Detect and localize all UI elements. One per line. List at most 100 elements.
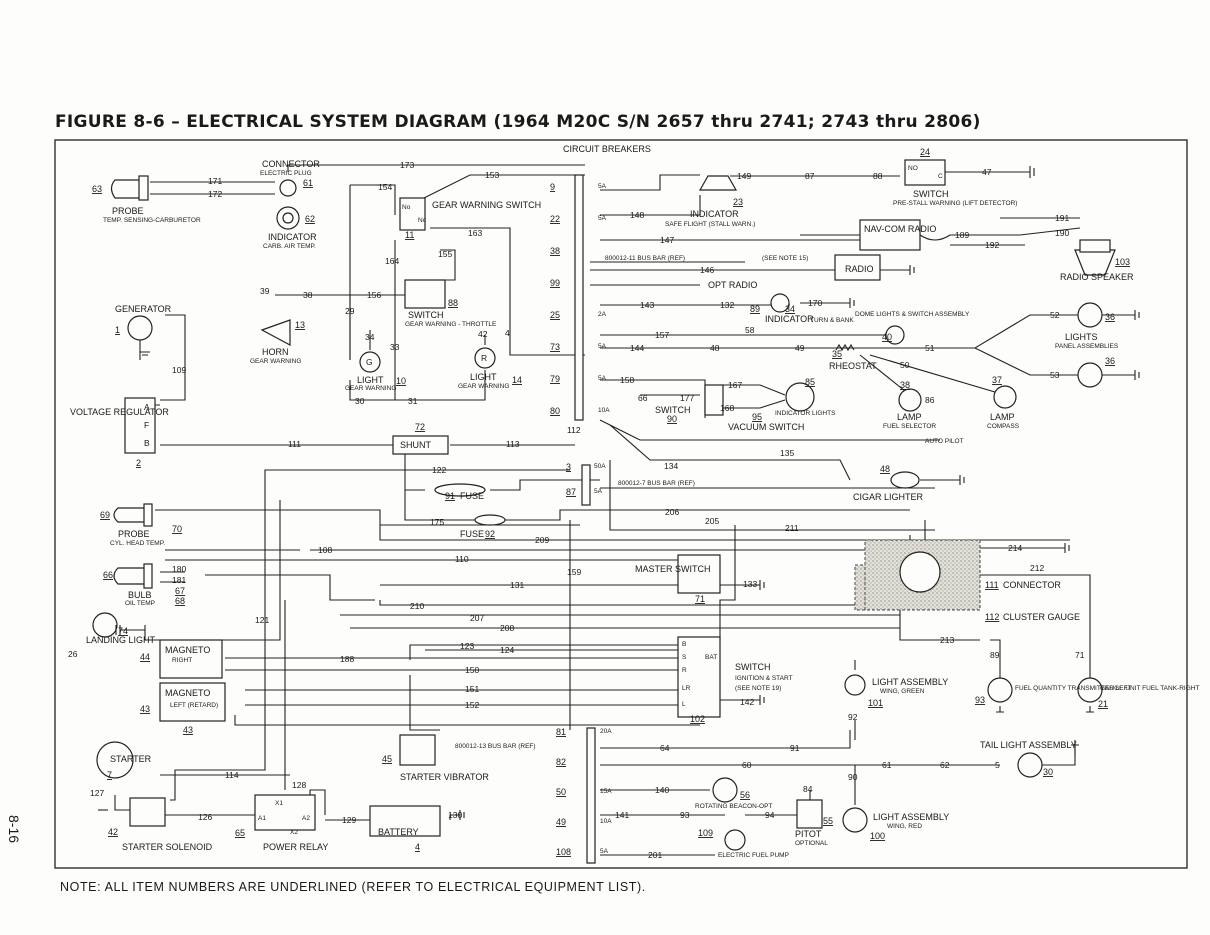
wire-51: 51 [925,343,935,353]
wire-140: 140 [655,785,669,795]
lower-breaker-num: 81 [556,727,566,737]
label-rheostat-num: 35 [832,349,842,359]
label-generator: GENERATOR [115,304,172,314]
wire-158: 158 [620,375,634,385]
label-panel-sub: PANEL ASSEMBLIES [1055,343,1119,350]
upper-breaker-num: 25 [550,310,560,320]
wire-121: 121 [255,615,269,625]
label-horn: HORN [262,347,289,357]
label-light-r-mark: R [481,353,487,363]
wire-175: 175 [430,517,444,527]
label-lamp-fuel-sub: FUEL SELECTOR [883,423,936,430]
wire-62: 62 [940,760,950,770]
lower-breaker-amp: 10A [600,818,612,825]
wire-128: 128 [292,780,306,790]
label-connector-num: 111 [985,580,999,590]
label-ign-s: S [682,654,687,661]
label-stall-switch: SWITCH [913,189,949,199]
wire-209: 209 [535,535,549,545]
wire-214: 214 [1008,543,1022,553]
label-lamp-fuel-wire: 86 [925,395,935,405]
label-ind-lights: INDICATOR LIGHTS [775,410,836,417]
wire-91: 91 [790,743,800,753]
label-wing-red-sub: WING, RED [887,823,922,830]
wire-112: 112 [567,425,581,435]
label-relay: POWER RELAY [263,842,328,852]
label-vibrator-num: 45 [382,754,392,764]
wire-159: 159 [567,567,581,577]
label-ign-bat: BAT [705,654,717,661]
component-labels: 63 PROBE TEMP. SENSING-CARBURETOR CONNEC… [70,144,1199,859]
wire-208: 208 [500,623,514,633]
label-vac-switch-num: 95 [752,412,762,422]
wire-47: 47 [982,167,992,177]
label-probe-carb-num: 63 [92,184,102,194]
label-ind-lights-num: 85 [805,377,815,387]
wire-132: 132 [720,300,734,310]
wire-126: 126 [198,812,212,822]
label-ignition-sub: IGNITION & START [735,675,793,682]
label-gws-no: No [402,204,411,211]
wire-52: 52 [1050,310,1060,320]
wire-173: 173 [400,160,414,170]
label-indicator-carb-num: 62 [305,214,315,224]
label-indicator-carb-sub: CARB. AIR TEMP. [263,243,316,250]
label-mag-r-num: 44 [140,652,150,662]
wire-49: 49 [795,343,805,353]
label-pitot: PITOT [795,829,822,839]
label-mag-l-num2: 43 [183,725,193,735]
lower-breaker-num: 108 [556,847,571,857]
label-indicator-stall: INDICATOR [690,209,739,219]
label-tail-num: 30 [1043,767,1053,777]
wire-148: 148 [630,210,644,220]
label-solenoid-num: 42 [108,827,118,837]
wire-147: 147 [660,235,674,245]
label-light-g: LIGHT [357,375,384,385]
label-stall-switch-num: 24 [920,147,930,157]
label-vr-b: B [144,438,150,448]
wire-31: 31 [408,396,418,406]
wire-155: 155 [438,249,452,259]
upper-breaker-amp: 5A [598,215,607,222]
label-connector-plug-num: 61 [303,178,313,188]
label-light-r-num: 14 [512,375,522,385]
label-starter-num: 7 [107,770,112,780]
wire-93: 93 [680,810,690,820]
label-battery-num: 4 [415,842,420,852]
wire-171: 171 [208,176,222,186]
label-bulb-sub: OIL TEMP [125,600,155,607]
label-probe-cyl-sub: CYL. HEAD TEMP. [110,540,165,547]
label-shunt-num: 72 [415,422,425,432]
label-gws-nc: Nc [418,217,427,224]
label-bulb-num: 66 [103,570,113,580]
wire-38: 38 [303,290,313,300]
wire-131: 131 [510,580,524,590]
label-wing-red: LIGHT ASSEMBLY [873,812,949,822]
wire-84: 84 [803,784,813,794]
label-circuit-breakers: CIRCUIT BREAKERS [563,144,651,154]
lower-breaker-amp: 5A [600,848,609,855]
mid-breaker-amp: 5A [594,488,603,495]
wire-152: 152 [465,700,479,710]
upper-breaker-amp: 5A [598,343,607,350]
label-landing: LANDING LIGHT [86,635,156,645]
label-bus-bar-1: 800012-11 BUS BAR (REF) [605,255,685,262]
label-bulb-n1: 67 [175,586,185,596]
label-wing-green: LIGHT ASSEMBLY [872,677,948,687]
label-radio: RADIO [845,264,874,274]
label-nav-com-see: (SEE NOTE 15) [762,255,808,262]
label-starter: STARTER [110,754,152,764]
wire-135: 135 [780,448,794,458]
label-connector-plug: CONNECTOR [262,159,320,169]
wire-181: 181 [172,575,186,585]
label-wing-green-sub: WING, GREEN [880,688,925,695]
ground-symbols [98,166,1140,820]
wire-26: 26 [68,649,78,659]
wire-134: 134 [664,461,678,471]
lower-breaker-amp: 15A [600,788,612,795]
label-bus-bar-2: 800012-7 BUS BAR (REF) [618,480,695,487]
wire-labels: 173 171 172 154 153 163 164 155 156 29 3… [68,160,1085,860]
label-connector: CONNECTOR [1003,580,1061,590]
